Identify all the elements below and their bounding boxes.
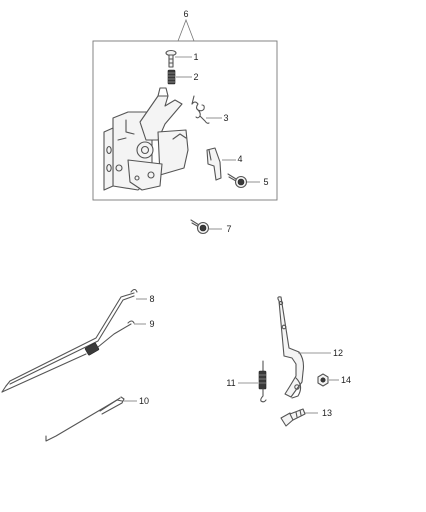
part-10-link-rod — [45, 396, 125, 442]
callout-10: 10 — [139, 396, 149, 406]
callout-9: 9 — [149, 319, 154, 329]
callout-3: 3 — [223, 113, 228, 123]
part-5-flange-bolt — [227, 173, 248, 189]
part-9-spring-rod — [1, 320, 135, 393]
part-7-bolt — [190, 219, 210, 235]
callout-1: 1 — [193, 52, 198, 62]
callout-2: 2 — [193, 72, 198, 82]
control-bracket-assembly — [103, 87, 189, 191]
assembly-group-box — [92, 40, 278, 201]
part-8-throttle-rod — [5, 288, 138, 387]
callout-4: 4 — [237, 154, 242, 164]
callout-8: 8 — [149, 294, 154, 304]
part-4-clip — [206, 147, 222, 181]
callout-11: 11 — [226, 378, 235, 388]
part-11-spring — [258, 360, 267, 403]
callout-5: 5 — [263, 177, 268, 187]
part-12-lever — [277, 296, 305, 399]
callout-6: 6 — [183, 9, 188, 19]
group-leader-6 — [177, 18, 195, 42]
part-1-screw — [165, 49, 177, 68]
part-3-coil-spring — [191, 95, 210, 124]
callout-14: 14 — [341, 375, 351, 385]
part-14-nut — [317, 373, 329, 387]
part-2-spring — [167, 69, 176, 85]
part-13-carriage-bolt — [280, 408, 306, 427]
callout-13: 13 — [322, 408, 332, 418]
callout-7: 7 — [226, 224, 231, 234]
callout-12: 12 — [333, 348, 343, 358]
